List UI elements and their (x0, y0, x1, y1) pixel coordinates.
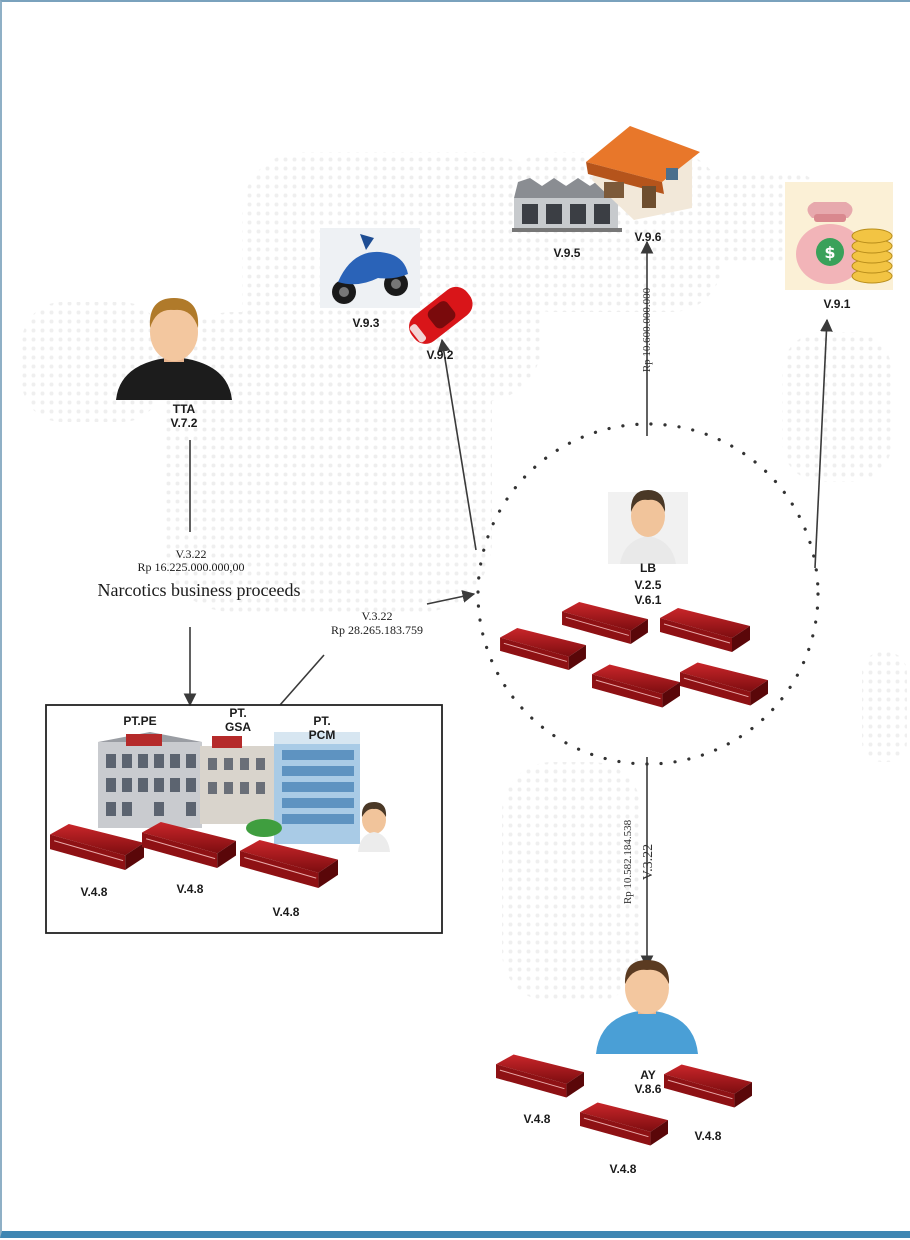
flow-companies-code: V.3.22 (361, 609, 393, 623)
line-lb-to-car (437, 338, 477, 551)
company-pcm-label-2: PCM (308, 728, 336, 742)
lb-name: LB (640, 561, 656, 575)
car-label: V.9.2 (426, 348, 454, 362)
bank-book-icon (496, 1054, 584, 1098)
flow-house-amount: Rp 10.600.000.000 (641, 287, 653, 373)
line-companies-to-lb-a (279, 654, 325, 706)
lb-network-circle (476, 422, 820, 766)
money-bag-icon: $ (785, 182, 893, 290)
bank-book-icon (500, 628, 586, 670)
flow-companies-amount: Rp 28.265.183.759 (330, 623, 424, 637)
line-companies-to-lb-b (426, 590, 476, 605)
lb-code-1: V.2.5 (634, 578, 662, 592)
company-bank-label: V.4.8 (176, 882, 204, 896)
bank-book-icon (562, 602, 648, 644)
ay-bank-label: V.4.8 (523, 1112, 551, 1126)
motorcycle-label: V.9.3 (352, 316, 380, 330)
bank-book-icon (680, 662, 768, 706)
flow-tta-amount: Rp 16.225.000.000,00 (137, 560, 245, 574)
bank-book-icon (660, 608, 750, 652)
person-icon (596, 960, 698, 1054)
house-icon (586, 126, 700, 220)
flow-lines (183, 240, 833, 969)
bank-book-icon (142, 822, 236, 868)
house-label: V.9.6 (634, 230, 662, 244)
tta-code: V.7.2 (170, 416, 198, 430)
company-pe-label: PT.PE (123, 714, 157, 728)
svg-text:$: $ (824, 243, 835, 262)
motorcycle-icon (320, 228, 420, 308)
bank-book-icon (592, 664, 680, 708)
tta-name: TTA (172, 402, 196, 416)
ay-bank-label: V.4.8 (609, 1162, 637, 1176)
company-pcm-label-1: PT. (313, 714, 331, 728)
company-gsa-label-2: GSA (224, 720, 252, 734)
flow-tta-code: V.3.22 (175, 547, 207, 561)
car-icon (409, 286, 473, 344)
ay-name: AY (640, 1068, 656, 1082)
companies-box (45, 704, 443, 934)
person-icon (608, 490, 688, 564)
money-label: V.9.1 (823, 297, 851, 311)
warehouse-icon (512, 178, 622, 232)
flow-ay-amount: Rp 10.582.184.538 (622, 819, 634, 905)
company-gsa-label-1: PT. (229, 706, 247, 720)
company-bank-label: V.4.8 (80, 885, 108, 899)
bank-book-icon (50, 824, 144, 870)
flow-ay-code: V.3.22 (641, 843, 656, 881)
ay-bank-label: V.4.8 (694, 1129, 722, 1143)
bank-book-icon (664, 1064, 752, 1108)
warehouse-label: V.9.5 (553, 246, 581, 260)
bank-book-icons (50, 602, 768, 1146)
line-lb-to-money (814, 318, 833, 569)
ay-code: V.8.6 (634, 1082, 662, 1096)
lb-code-2: V.6.1 (634, 593, 662, 607)
company-bank-label: V.4.8 (272, 905, 300, 919)
bank-book-icon (580, 1102, 668, 1146)
person-icon (116, 298, 232, 400)
office-building-icon (98, 732, 390, 852)
flow-tta-note: Narcotics business proceeds (97, 580, 301, 600)
bank-book-icon (240, 840, 338, 888)
world-map-background (22, 152, 907, 1002)
